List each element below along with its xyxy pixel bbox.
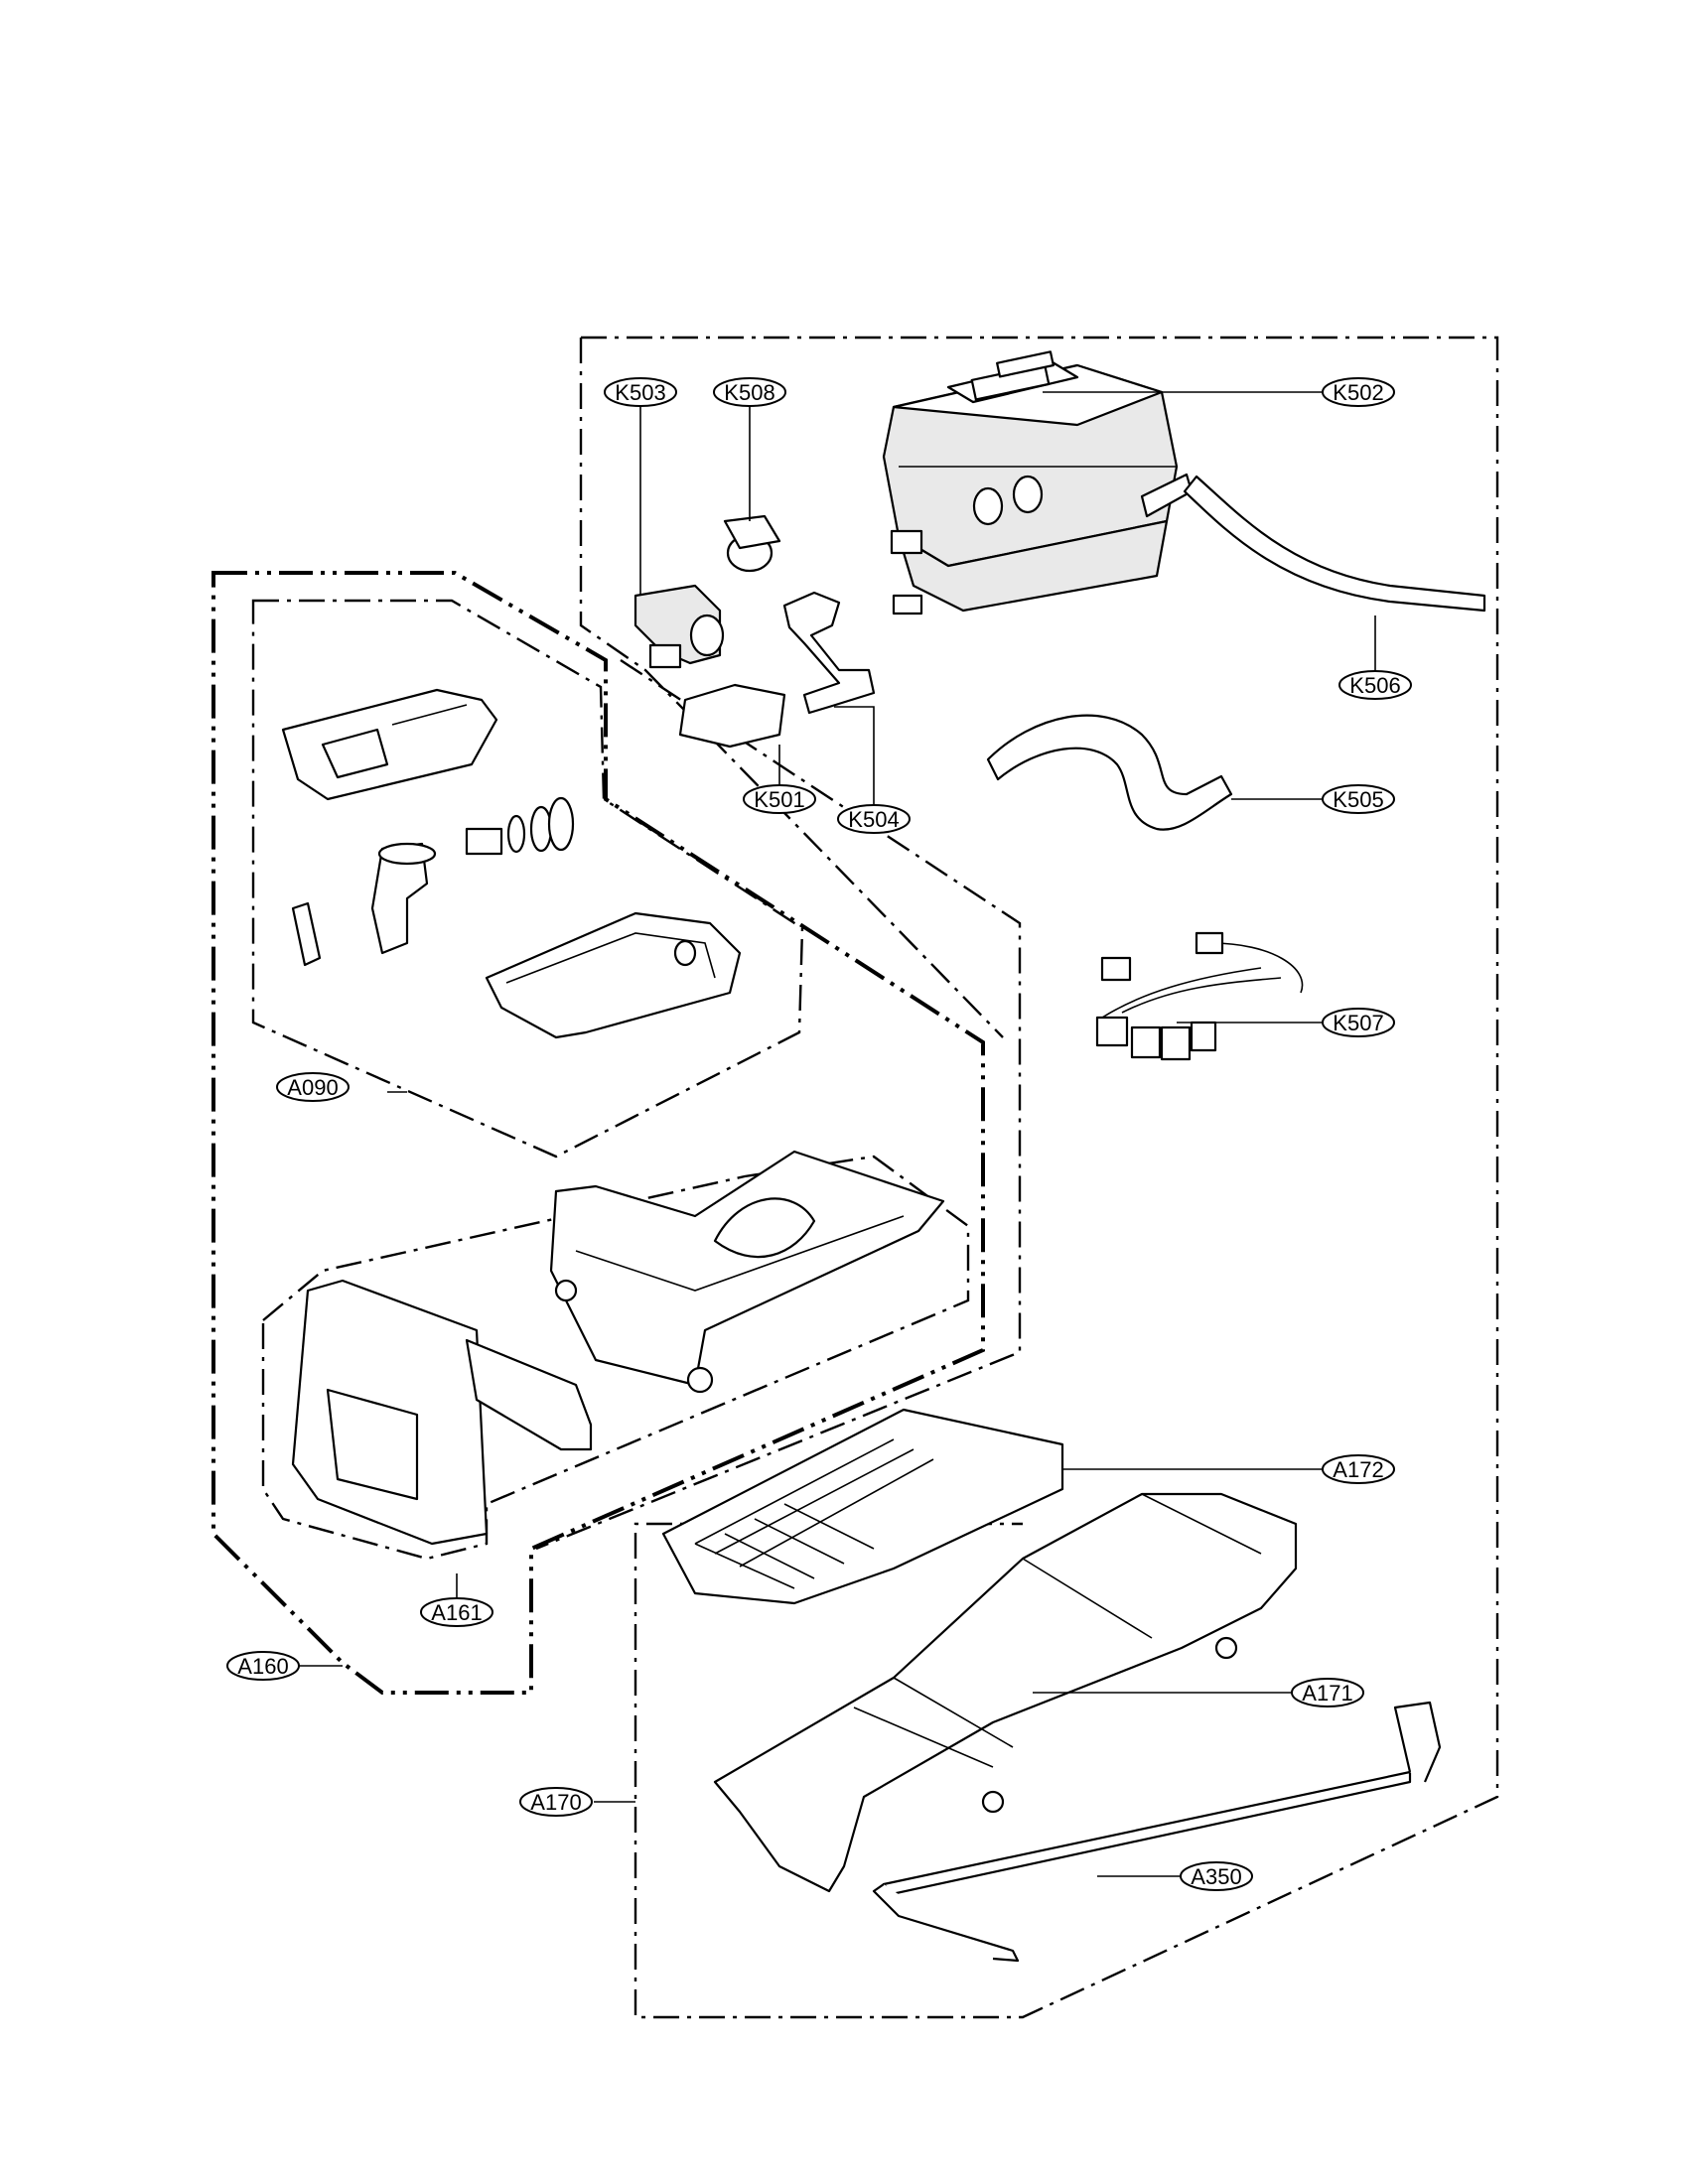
callout-a350[interactable]: A350 [1180, 1861, 1253, 1891]
svg-text:K502: K502 [1333, 380, 1383, 405]
leader-lines [298, 391, 1376, 1877]
drawer-tray-a161[interactable] [549, 1150, 945, 1394]
hose-k505[interactable] [986, 714, 1233, 831]
hose-k506[interactable] [1183, 475, 1486, 613]
wire-harness-k507[interactable] [1095, 931, 1304, 1061]
a160-group-inner [535, 658, 1022, 1551]
svg-text:K503: K503 [615, 380, 665, 405]
a090-group-outline[interactable] [251, 599, 804, 1159]
callout-k504[interactable]: K504 [837, 804, 911, 834]
callout-k502[interactable]: K502 [1322, 377, 1395, 407]
housing-body-a171[interactable] [713, 1492, 1298, 1893]
detergent-cup-a090[interactable] [281, 688, 742, 1039]
svg-text:A090: A090 [287, 1075, 338, 1100]
svg-text:K505: K505 [1333, 787, 1383, 812]
bracket-k501[interactable] [678, 683, 786, 749]
svg-text:A161: A161 [431, 1600, 482, 1625]
callout-k508[interactable]: K508 [713, 377, 786, 407]
k500-group-inner [579, 338, 1004, 1038]
rail-a350[interactable] [872, 1701, 1442, 1963]
svg-text:K508: K508 [724, 380, 774, 405]
svg-text:K501: K501 [754, 787, 804, 812]
svg-text:A160: A160 [237, 1654, 288, 1679]
callout-k507[interactable]: K507 [1322, 1008, 1395, 1037]
callout-k503[interactable]: K503 [604, 377, 677, 407]
k500-group-outline [581, 336, 1499, 2019]
callout-a172[interactable]: A172 [1322, 1454, 1395, 1484]
callout-k505[interactable]: K505 [1322, 784, 1395, 814]
callout-a090[interactable]: A090 [276, 1072, 350, 1102]
callout-a171[interactable]: A171 [1291, 1678, 1364, 1707]
svg-text:A171: A171 [1302, 1681, 1352, 1706]
svg-text:K507: K507 [1333, 1011, 1383, 1035]
a161-group-outline[interactable] [261, 1155, 970, 1561]
callout-a170[interactable]: A170 [519, 1787, 593, 1817]
valve-k503[interactable] [633, 584, 725, 669]
hose-k504[interactable] [782, 591, 876, 715]
callout-k506[interactable]: K506 [1338, 670, 1412, 700]
svg-text:A350: A350 [1191, 1864, 1241, 1889]
callout-k501[interactable]: K501 [743, 784, 816, 814]
grille-cover-a172[interactable] [661, 1408, 1064, 1605]
a160-group-outline[interactable] [211, 571, 985, 1695]
svg-text:K504: K504 [848, 807, 899, 832]
drawer-front-a161[interactable] [291, 1279, 593, 1546]
svg-text:A170: A170 [530, 1790, 581, 1815]
callout-a161[interactable]: A161 [420, 1597, 493, 1627]
svg-text:A172: A172 [1333, 1457, 1383, 1482]
callout-a160[interactable]: A160 [226, 1651, 300, 1681]
clamp-k508[interactable] [723, 514, 781, 573]
svg-text:K506: K506 [1349, 673, 1400, 698]
heater-assembly-k502[interactable] [882, 350, 1194, 615]
